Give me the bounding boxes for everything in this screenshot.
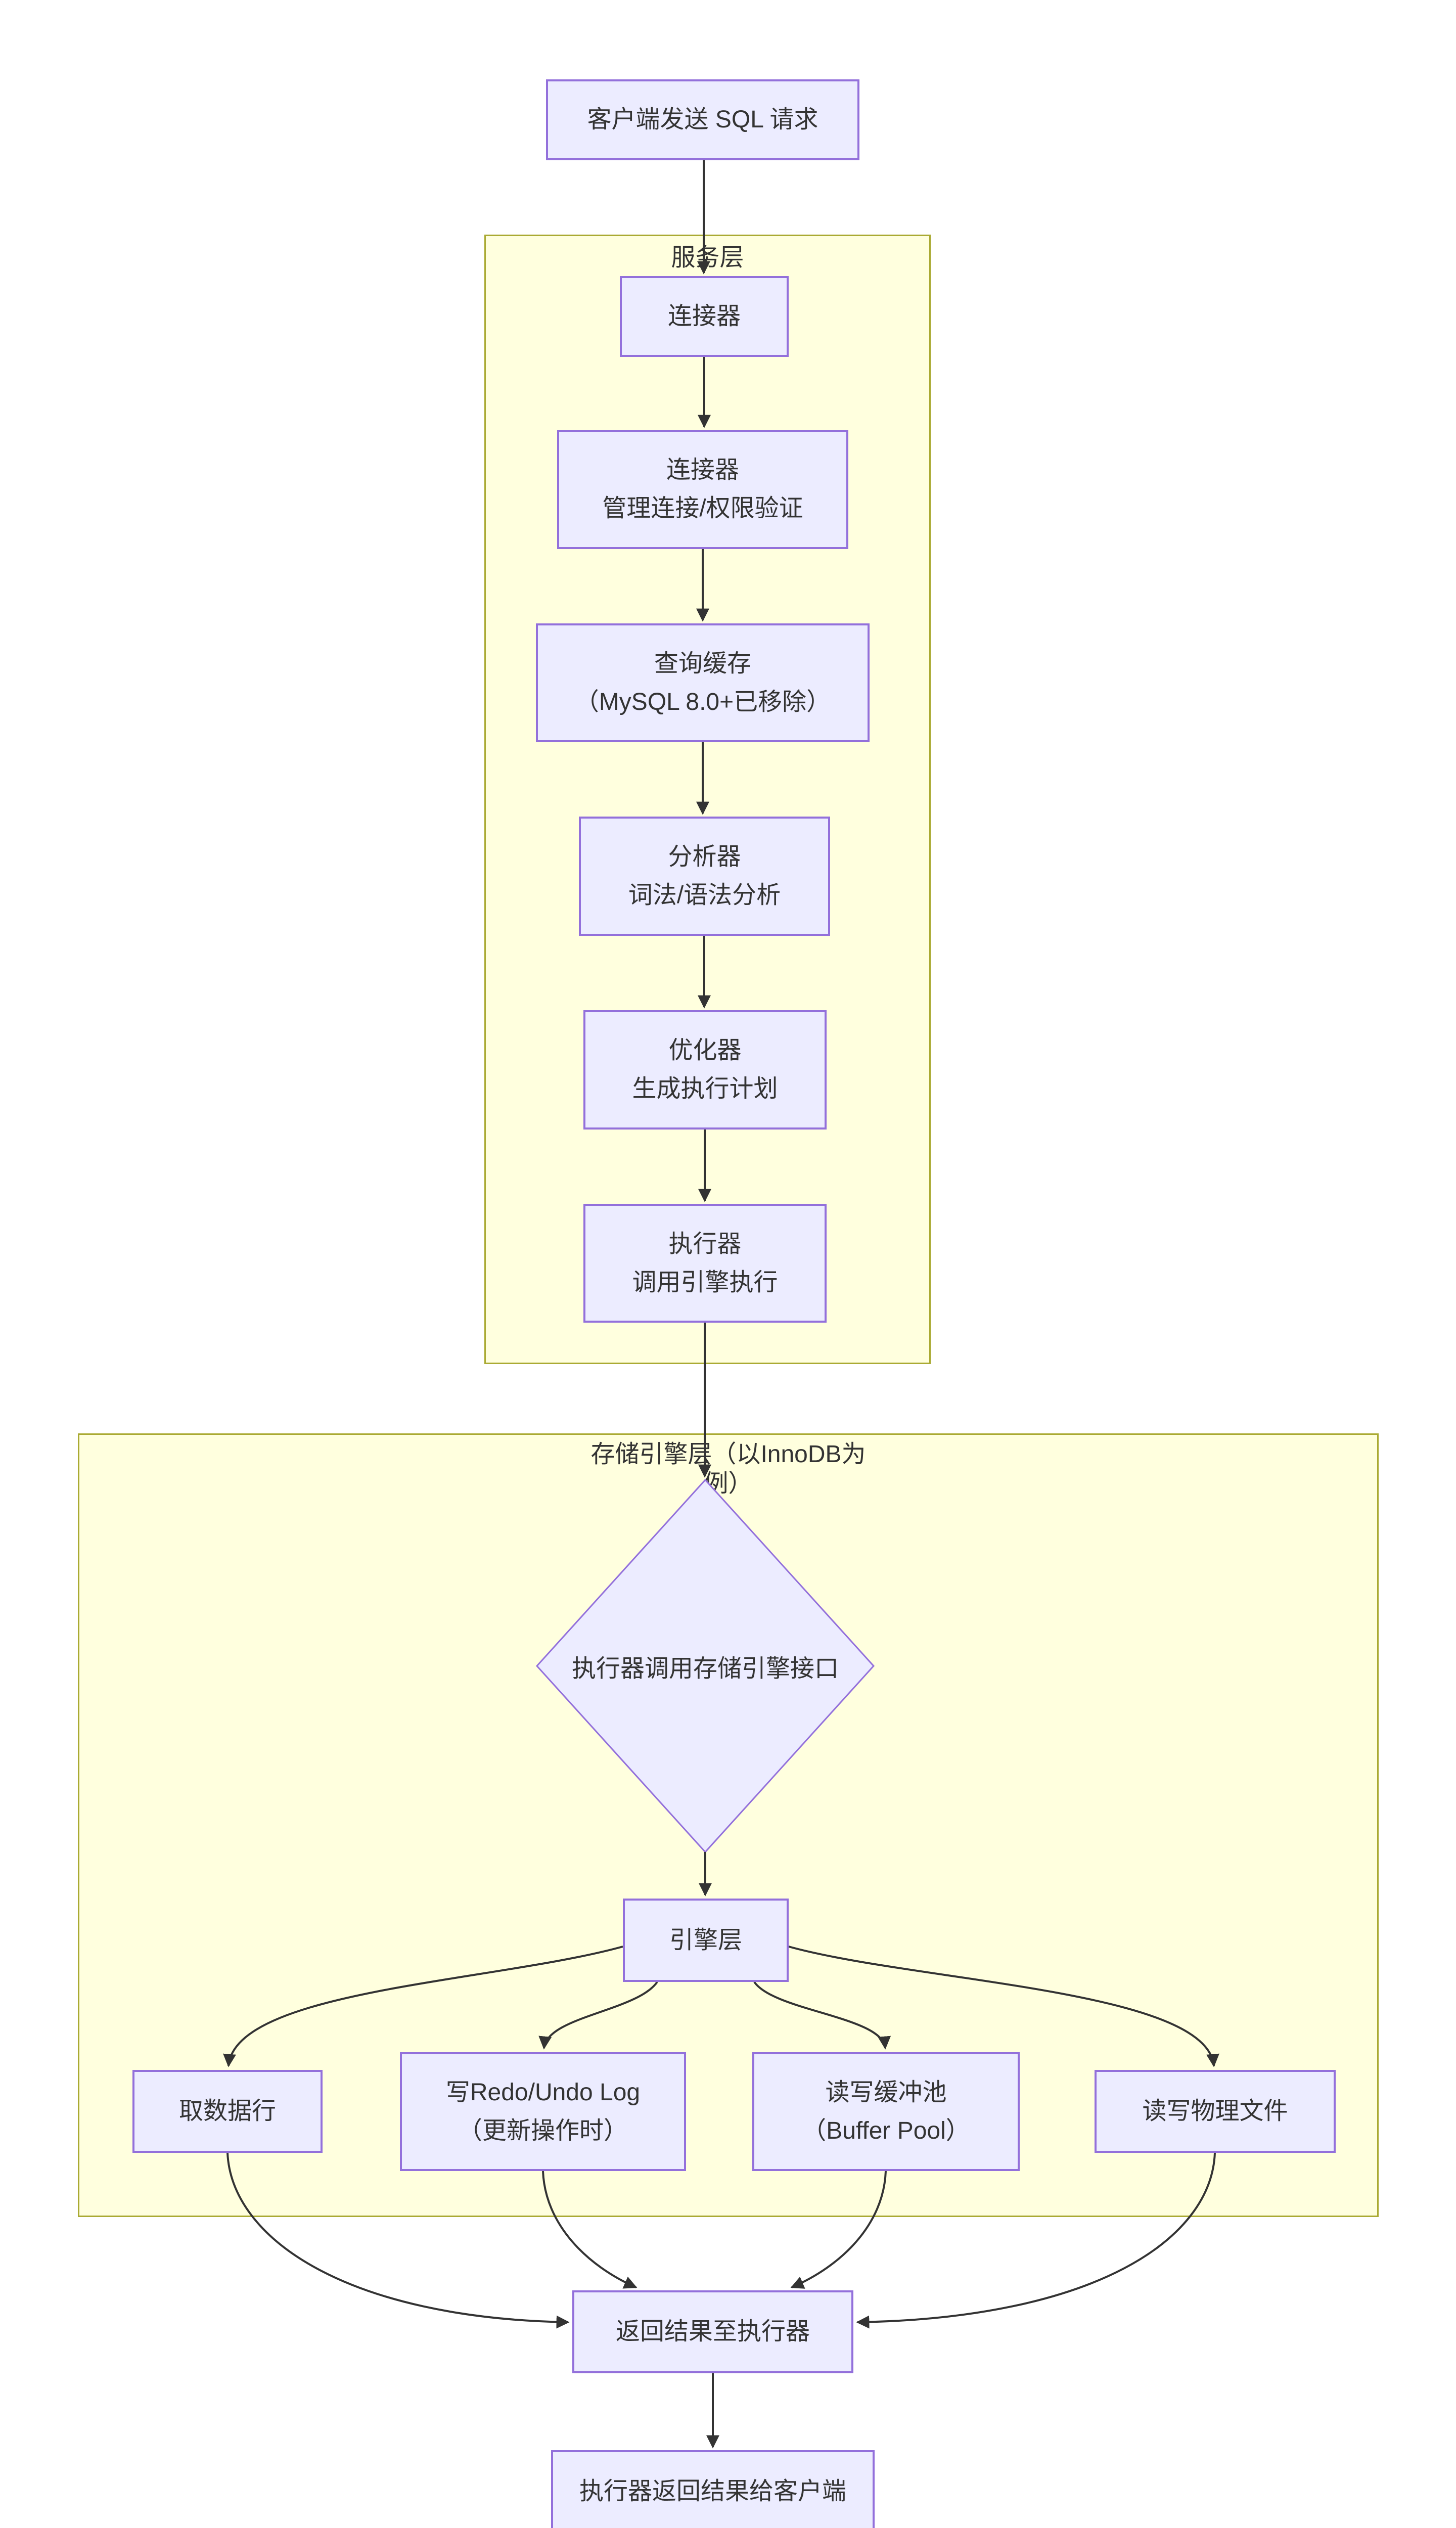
node-buffer-pool-line2: （Buffer Pool） xyxy=(802,2117,970,2144)
subgraph-storage-label-line2: 例） xyxy=(704,1470,753,1497)
node-buffer-pool-line1: 读写缓冲池 xyxy=(825,2079,947,2106)
node-connector-line1: 连接器 xyxy=(666,457,739,483)
node-engine-layer: 引擎层 xyxy=(623,1899,789,1982)
node-connector-line2: 管理连接/权限验证 xyxy=(602,495,803,522)
subgraph-storage-label-line1: 存储引擎层（以InnoDB为 xyxy=(590,1441,866,1468)
node-connector-entry-label: 连接器 xyxy=(667,303,741,330)
subgraph-service-layer: 服务层 xyxy=(484,235,931,1364)
node-write-log: 写Redo/Undo Log （更新操作时） xyxy=(400,2052,686,2171)
node-physical-file-label: 读写物理文件 xyxy=(1142,2098,1288,2125)
node-write-log-line1: 写Redo/Undo Log xyxy=(445,2079,641,2106)
node-optimizer: 优化器 生成执行计划 xyxy=(583,1010,827,1130)
node-optimizer-line2: 生成执行计划 xyxy=(632,1075,778,1102)
node-engine-layer-label: 引擎层 xyxy=(669,1926,742,1954)
node-parser-line1: 分析器 xyxy=(668,843,741,870)
subgraph-storage-label: 存储引擎层（以InnoDB为 例） xyxy=(79,1440,1377,1499)
node-fetch-rows-label: 取数据行 xyxy=(178,2098,276,2125)
node-final-result-label: 执行器返回结果给客户端 xyxy=(579,2477,846,2505)
node-query-cache: 查询缓存 （MySQL 8.0+已移除） xyxy=(536,623,870,742)
node-optimizer-line1: 优化器 xyxy=(668,1037,742,1064)
node-decision-text: 执行器调用存储引擎接口 xyxy=(571,1655,839,1682)
node-fetch-rows: 取数据行 xyxy=(132,2070,323,2153)
node-executor: 执行器 调用引擎执行 xyxy=(583,1204,827,1323)
node-final-result: 执行器返回结果给客户端 xyxy=(551,2450,875,2528)
node-executor-line2: 调用引擎执行 xyxy=(632,1269,778,1296)
node-query-cache-line2: （MySQL 8.0+已移除） xyxy=(574,688,831,715)
subgraph-service-label: 服务层 xyxy=(671,244,744,271)
node-client-label: 客户端发送 SQL 请求 xyxy=(587,106,818,133)
node-write-log-line2: （更新操作时） xyxy=(458,2117,628,2144)
node-client: 客户端发送 SQL 请求 xyxy=(546,79,859,160)
node-return-result-label: 返回结果至执行器 xyxy=(615,2318,810,2345)
node-parser: 分析器 词法/语法分析 xyxy=(579,817,830,936)
node-decision-label: 执行器调用存储引擎接口 xyxy=(554,1641,857,1691)
node-buffer-pool: 读写缓冲池 （Buffer Pool） xyxy=(752,2052,1020,2171)
node-connector-entry: 连接器 xyxy=(620,276,789,357)
node-return-result: 返回结果至执行器 xyxy=(572,2290,853,2373)
node-parser-line2: 词法/语法分析 xyxy=(628,882,781,909)
node-physical-file: 读写物理文件 xyxy=(1095,2070,1336,2153)
node-query-cache-line1: 查询缓存 xyxy=(654,650,751,677)
node-connector: 连接器 管理连接/权限验证 xyxy=(557,430,848,549)
node-executor-line1: 执行器 xyxy=(668,1230,742,1257)
